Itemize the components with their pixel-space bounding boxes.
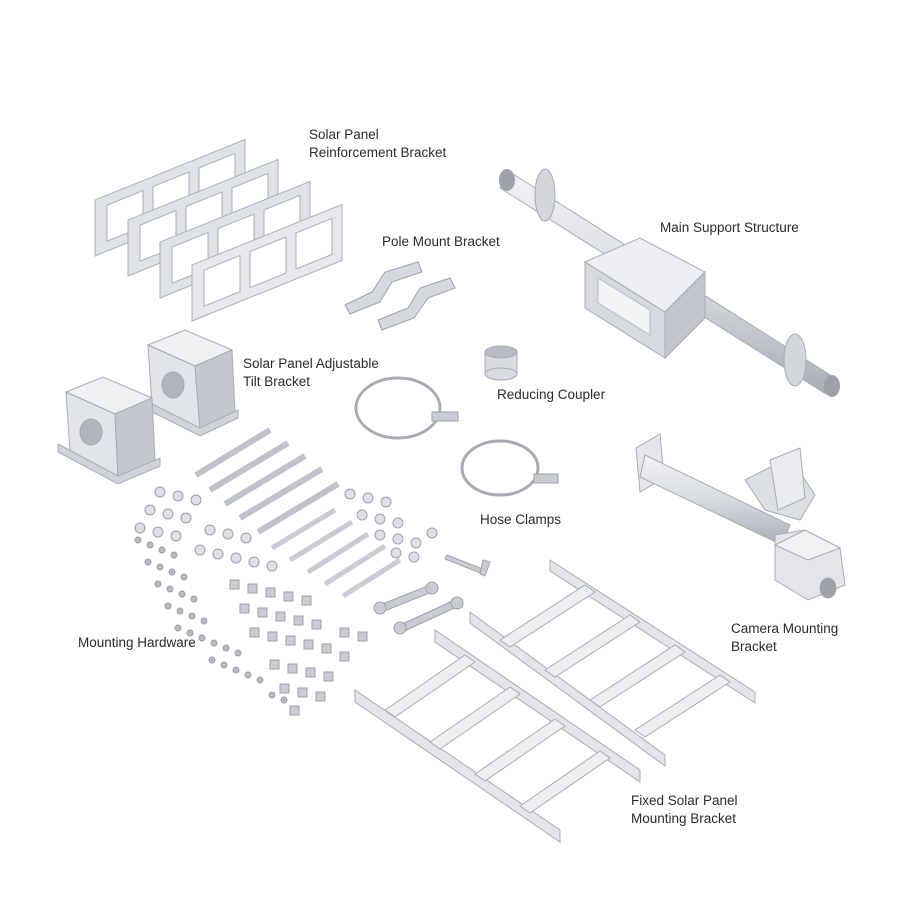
fixed-bracket-part bbox=[354, 559, 756, 843]
label-reducing-coupler: Reducing Coupler bbox=[497, 386, 605, 404]
tools-part bbox=[373, 554, 491, 635]
reinforcement-bracket-part bbox=[94, 138, 343, 322]
label-line: Mounting Bracket bbox=[631, 811, 737, 826]
reducing-coupler-part bbox=[484, 345, 518, 381]
label-line: Fixed Solar Panel bbox=[631, 793, 738, 808]
label-line: Hose Clamps bbox=[480, 512, 562, 527]
tilt-bracket-part bbox=[57, 329, 239, 485]
label-line: Solar Panel Adjustable bbox=[243, 356, 379, 371]
label-line: Reducing Coupler bbox=[497, 387, 606, 402]
label-line: Pole Mount Bracket bbox=[382, 234, 500, 249]
camera-mounting-part bbox=[635, 433, 846, 601]
label-hose-clamps: Hose Clamps bbox=[480, 511, 561, 529]
mounting-hardware-part bbox=[134, 427, 438, 716]
hose-clamps-part bbox=[354, 376, 559, 497]
label-line: Reinforcement Bracket bbox=[309, 145, 447, 160]
label-line: Camera Mounting bbox=[731, 621, 839, 636]
pole-mount-part bbox=[344, 261, 456, 331]
label-line: Main Support Structure bbox=[660, 220, 799, 235]
label-mounting-hardware: Mounting Hardware bbox=[78, 634, 196, 652]
label-camera-mounting: Camera Mounting Bracket bbox=[731, 620, 838, 656]
label-main-support: Main Support Structure bbox=[660, 219, 799, 237]
label-line: Tilt Bracket bbox=[243, 374, 311, 389]
label-tilt-bracket: Solar Panel Adjustable Tilt Bracket bbox=[243, 355, 379, 391]
label-line: Bracket bbox=[731, 639, 777, 654]
main-support-part bbox=[499, 168, 840, 397]
label-fixed-bracket: Fixed Solar Panel Mounting Bracket bbox=[631, 792, 738, 828]
label-pole-mount: Pole Mount Bracket bbox=[382, 233, 500, 251]
label-line: Mounting Hardware bbox=[78, 635, 196, 650]
label-reinforcement-bracket: Solar Panel Reinforcement Bracket bbox=[309, 126, 446, 162]
label-line: Solar Panel bbox=[309, 127, 379, 142]
